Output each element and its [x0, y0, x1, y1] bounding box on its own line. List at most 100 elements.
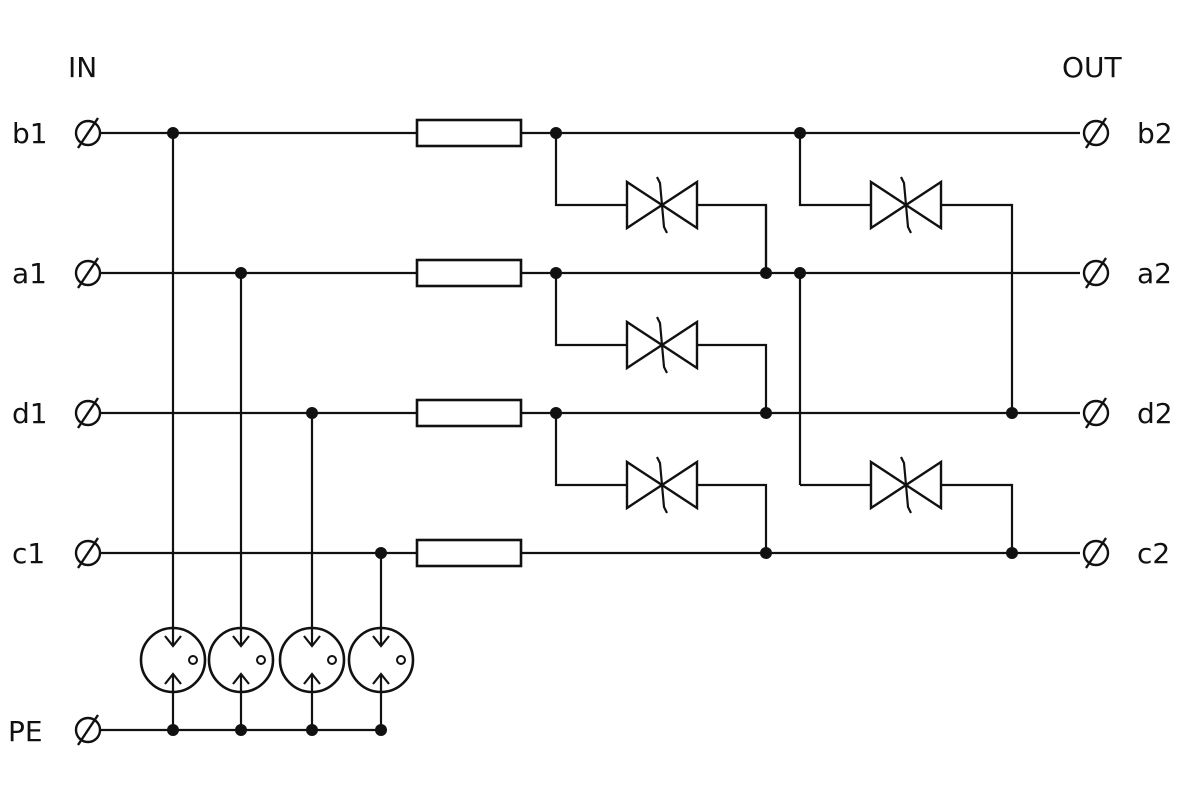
gdt-lower-arrow [164, 672, 182, 685]
resistor-b-icon [415, 118, 523, 148]
junction-dot [375, 547, 387, 559]
tvs-diode-icon [869, 176, 943, 234]
junction-dot [1006, 407, 1018, 419]
tvs-bar [900, 456, 912, 514]
tvs-lead-left [554, 133, 628, 207]
junction-dot [794, 127, 806, 139]
output-terminal-label-c2: c2 [1137, 537, 1170, 570]
tvs-lead-right [940, 203, 1014, 413]
input-terminal-label-d1: d1 [12, 397, 48, 430]
gas-discharge-tube-icon [207, 626, 275, 694]
tvs-bar [656, 456, 668, 514]
tvs-diode-icon [625, 176, 699, 234]
junction-dot [760, 547, 772, 559]
gdt-upper-arrow [164, 635, 182, 648]
terminal-c1-icon [74, 537, 102, 569]
terminal-d1-icon [74, 397, 102, 429]
junction-dot [760, 407, 772, 419]
tvs-lead-left [798, 133, 872, 207]
tvs-bar [656, 316, 668, 374]
gas-discharge-tube-icon [139, 626, 207, 694]
input-heading: IN [68, 51, 97, 84]
terminal-pe-icon [74, 714, 102, 746]
output-terminal-label-a2: a2 [1137, 257, 1172, 290]
gas-discharge-tube-icon [278, 626, 346, 694]
output-heading: OUT [1062, 51, 1123, 84]
output-terminal-label-b2: b2 [1137, 117, 1173, 150]
tvs-left-triangle [625, 459, 665, 511]
junction-dot [306, 724, 318, 736]
gdt-upper-arrow [232, 635, 250, 648]
junction-dot [550, 127, 562, 139]
terminal-a1-icon [74, 257, 102, 289]
gdt-lower-arrow [232, 672, 250, 685]
junction-dot [306, 407, 318, 419]
components [74, 117, 1110, 746]
junction-dot [167, 127, 179, 139]
tvs-lead-right [696, 343, 768, 413]
output-terminal-label-d2: d2 [1137, 397, 1173, 430]
terminal-b1-icon [74, 117, 102, 149]
tvs-diode-icon [869, 456, 943, 514]
gdt-lower-arrow [303, 672, 321, 685]
tvs-lead-left [554, 413, 628, 487]
gdt-upper-arrow [303, 635, 321, 648]
terminal-c2-icon [1082, 537, 1110, 569]
terminal-slash [1085, 117, 1107, 149]
gdt-gas-dot [256, 655, 266, 665]
tvs-left-triangle [869, 459, 909, 511]
tvs-bar [900, 176, 912, 234]
terminal-slash [1085, 537, 1107, 569]
gdt-gas-dot [188, 655, 198, 665]
junction-dot [550, 267, 562, 279]
terminal-slash [77, 714, 99, 746]
tvs-lead-right [940, 483, 1014, 553]
resistor-d-icon [415, 398, 523, 428]
tvs-lead-left [554, 273, 628, 347]
input-terminal-label-b1: b1 [12, 117, 48, 150]
input-terminal-label-pe: PE [8, 715, 43, 748]
tvs-right-triangle [659, 319, 699, 371]
gdt-lower-arrow [372, 672, 390, 685]
tvs-lead-right [696, 203, 768, 273]
gdt-upper-arrow [372, 635, 390, 648]
terminal-slash [77, 117, 99, 149]
resistor-a-icon [415, 258, 523, 288]
gas-discharge-tube-icon [347, 626, 415, 694]
labels: IN OUT b1 a1 d1 c1 PE b2 a2 d2 c2 [8, 51, 1173, 748]
tvs-diode-icon [625, 456, 699, 514]
terminal-d2-icon [1082, 397, 1110, 429]
terminal-b2-icon [1082, 117, 1110, 149]
junction-dot [1006, 547, 1018, 559]
input-terminal-label-c1: c1 [12, 537, 45, 570]
junction-dot [760, 267, 772, 279]
terminal-slash [77, 397, 99, 429]
terminal-slash [77, 257, 99, 289]
gdt-gas-dot [327, 655, 337, 665]
junction-dot [235, 267, 247, 279]
junction-dot [235, 724, 247, 736]
terminal-a2-icon [1082, 257, 1110, 289]
tvs-right-triangle [659, 179, 699, 231]
junction-dot [167, 724, 179, 736]
junction-dot [794, 267, 806, 279]
tvs-right-triangle [659, 459, 699, 511]
junction-dot [375, 724, 387, 736]
tvs-right-triangle [903, 179, 943, 231]
tvs-lead-right [696, 483, 768, 553]
wiring [100, 131, 1080, 732]
terminal-slash [1085, 257, 1107, 289]
gdt-gas-dot [396, 655, 406, 665]
tvs-bar [656, 176, 668, 234]
junction-dot [550, 407, 562, 419]
tvs-left-triangle [625, 179, 665, 231]
tvs-left-triangle [625, 319, 665, 371]
junction-dots [167, 127, 1018, 736]
input-terminal-label-a1: a1 [12, 257, 47, 290]
tvs-right-triangle [903, 459, 943, 511]
resistor-c-icon [415, 538, 523, 568]
terminal-slash [1085, 397, 1107, 429]
terminal-slash [77, 537, 99, 569]
tvs-left-triangle [869, 179, 909, 231]
